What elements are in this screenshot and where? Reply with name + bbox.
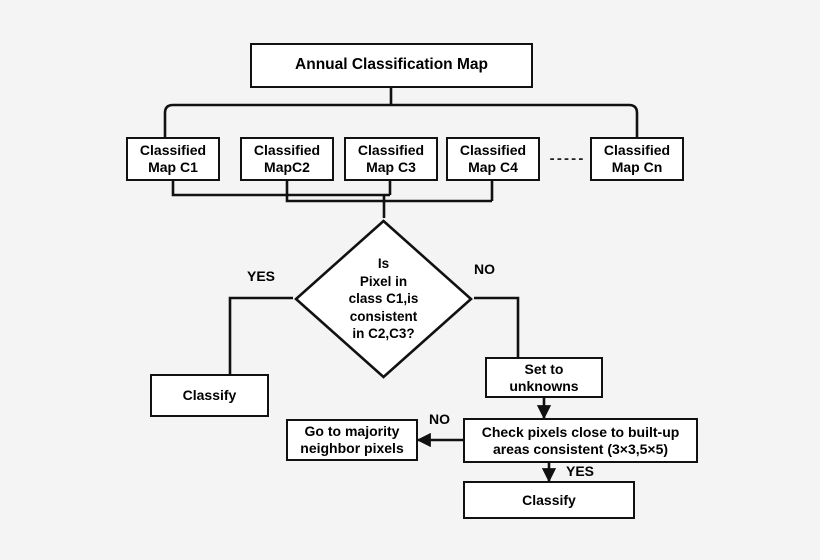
node-decision-pixel-consistency[interactable]: Is Pixel in class C1,is consistent in C2…: [293, 218, 474, 380]
wire-decision-yes: [228, 296, 293, 374]
node-classified-map-c2[interactable]: Classified MapC2: [240, 137, 334, 181]
node-check-pixels-built-up[interactable]: Check pixels close to built-up areas con…: [463, 418, 698, 463]
edge-label-yes-check: YES: [566, 463, 595, 479]
node-classified-map-c1[interactable]: Classified Map C1: [126, 137, 220, 181]
node-classified-map-c4[interactable]: Classified Map C4: [446, 137, 540, 181]
edge-label-no-right: NO: [474, 261, 495, 277]
node-classify-left[interactable]: Classify: [150, 374, 269, 417]
node-go-to-majority-neighbor-pixels[interactable]: Go to majority neighbor pixels: [286, 419, 418, 461]
node-classify-bottom[interactable]: Classify: [463, 481, 635, 519]
wire-decision-no: [474, 296, 520, 357]
edge-label-no-check: NO: [429, 411, 450, 427]
ellipsis-separator: - - - - -: [549, 150, 584, 167]
node-classified-map-cn[interactable]: Classified Map Cn: [590, 137, 684, 181]
wire-c2-to-hub: [285, 181, 492, 203]
wire-c1-to-hub: [171, 181, 390, 197]
edge-label-yes-left: YES: [247, 268, 276, 284]
wire-bus-top: [163, 103, 639, 138]
decision-label: Is Pixel in class C1,is consistent in C2…: [348, 256, 419, 342]
node-classified-map-c3[interactable]: Classified Map C3: [344, 137, 438, 181]
node-annual-classification-map[interactable]: Annual Classification Map: [250, 43, 533, 88]
node-set-to-unknowns[interactable]: Set to unknowns: [485, 357, 603, 398]
diamond-shape: [294, 219, 473, 379]
